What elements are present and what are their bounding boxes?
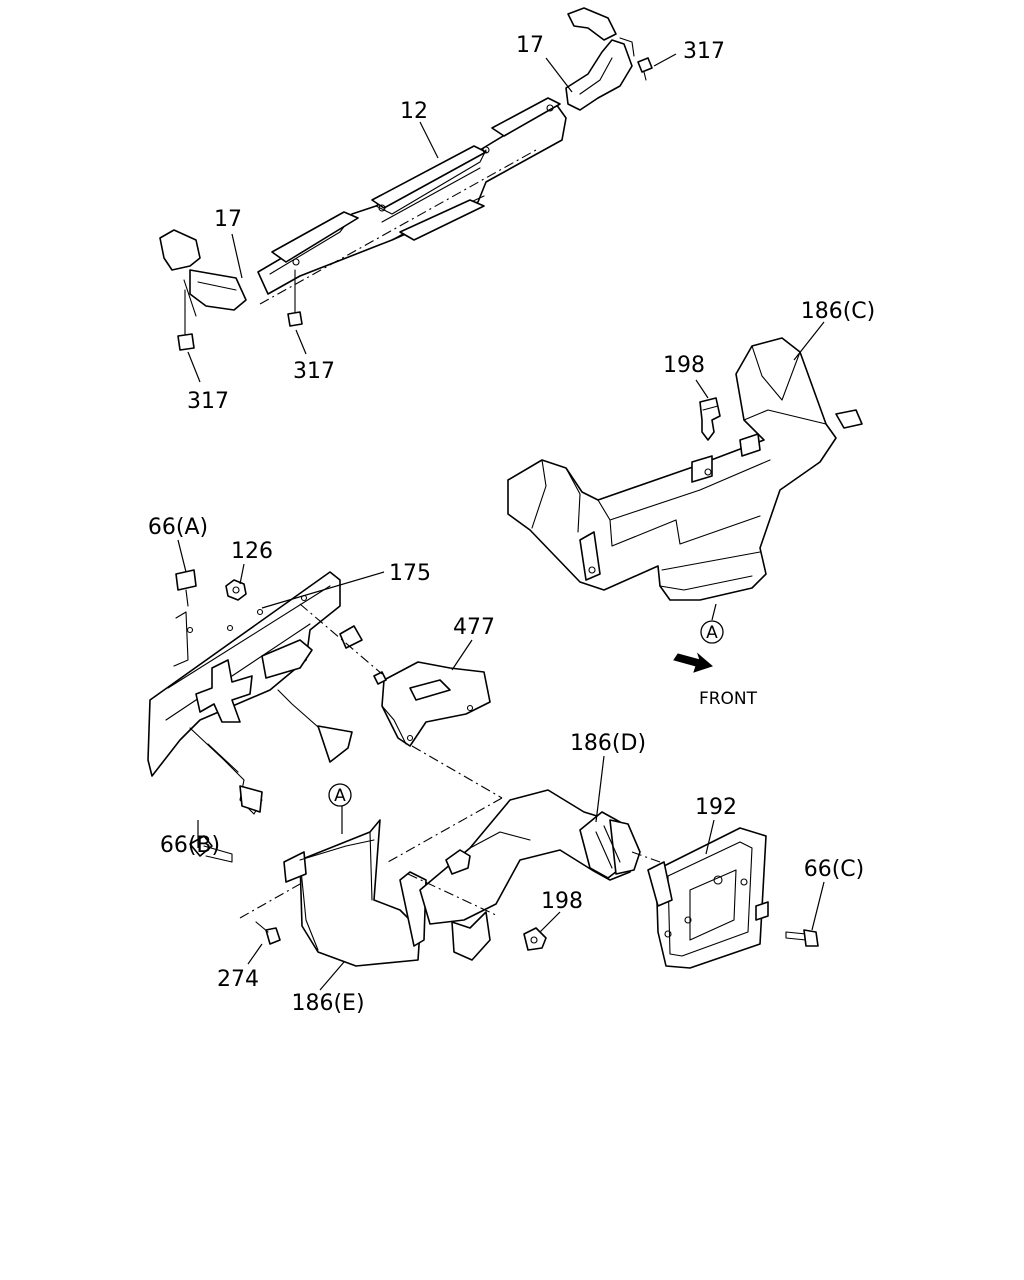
label-186c: 186(C): [801, 299, 876, 324]
screw-317-left: [177, 289, 195, 351]
duct-186e: [283, 819, 427, 967]
label-317-mid: 317: [293, 359, 335, 384]
label-198-bottom: 198: [541, 889, 583, 914]
duct-186c: [507, 337, 863, 601]
clip-198-bottom: [523, 927, 547, 951]
adapter-192: [647, 827, 769, 969]
defroster-duct-12: [257, 97, 567, 295]
label-126: 126: [231, 539, 273, 564]
bolt-66a: [175, 569, 197, 607]
ref-circle-a-top: A: [700, 620, 724, 644]
front-label: FRONT: [699, 689, 758, 709]
label-66a: 66(A): [148, 515, 208, 540]
screw-274: [255, 921, 281, 945]
label-274: 274: [217, 967, 259, 992]
ref-circle-a-bottom: A: [328, 783, 352, 807]
label-186e: 186(E): [291, 991, 364, 1016]
label-17-left: 17: [214, 207, 242, 232]
label-317-left: 317: [187, 389, 229, 414]
label-66c: 66(C): [804, 857, 865, 882]
duct-end-17-right: [565, 7, 635, 111]
leader-lines: [177, 53, 825, 991]
label-317-top: 317: [683, 39, 725, 64]
bolt-66b: [189, 835, 233, 863]
duct-end-17-left: [159, 229, 247, 317]
bracket-175: [147, 571, 363, 815]
label-477: 477: [453, 615, 495, 640]
label-192: 192: [695, 795, 737, 820]
bracket-477: [373, 661, 491, 747]
bolt-66c: [785, 929, 819, 947]
label-175: 175: [389, 561, 431, 586]
label-198-top: 198: [663, 353, 705, 378]
label-12: 12: [400, 99, 428, 124]
front-arrow-icon: [673, 652, 713, 673]
label-17-top: 17: [516, 33, 544, 58]
nut-126: [225, 579, 247, 601]
duct-186d: [419, 789, 641, 961]
label-186d: 186(D): [570, 731, 646, 756]
alignment-lines: [239, 149, 661, 919]
svg-text:A: A: [334, 786, 346, 806]
clip-198-top: [699, 397, 721, 441]
screw-317-right: [637, 57, 653, 81]
screw-317-mid: [287, 269, 303, 327]
label-66b: 66(B): [160, 833, 220, 858]
svg-text:A: A: [706, 623, 718, 643]
